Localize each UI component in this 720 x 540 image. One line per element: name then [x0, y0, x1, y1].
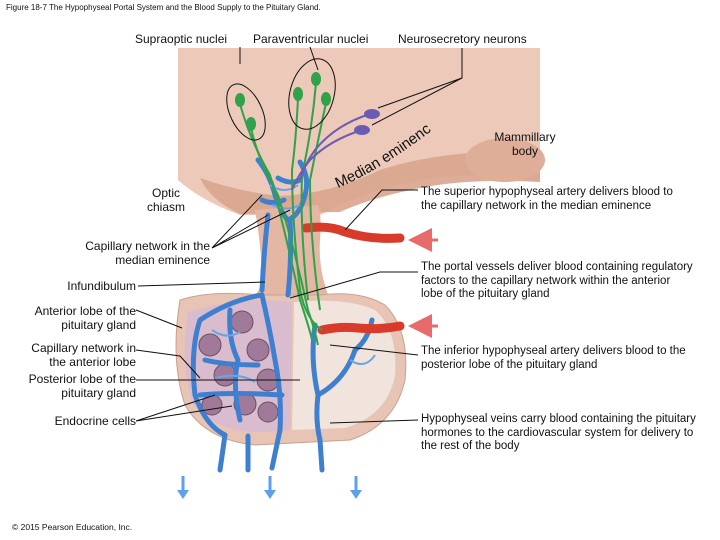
capillary-network-anterior-label: Capillary network in the anterior lobe — [31, 341, 136, 369]
arrow-down-icon — [177, 490, 189, 499]
neurosecretory-neurons-purple — [291, 113, 371, 191]
callout-lines — [135, 46, 463, 424]
posterior-lobe-label: Posterior lobe of the pituitary gland — [28, 372, 136, 400]
inferior-artery-description: The inferior hypophyseal artery delivers… — [421, 345, 686, 371]
arrow-down-icon — [350, 490, 362, 499]
endocrine-cells-label: Endocrine cells — [54, 414, 136, 428]
neurosecretory-neurons-label: Neurosecretory neurons — [398, 32, 527, 46]
mammillary-body-shape — [465, 138, 545, 182]
hypophyseal-veins-description: Hypophyseal veins carry blood containing… — [421, 413, 696, 452]
paraventricular-nuclei-label: Paraventricular nuclei — [253, 32, 369, 46]
neurosecretory-neurons-green — [239, 82, 327, 346]
superior-artery-description: The superior hypophyseal artery delivers… — [421, 186, 673, 212]
figure-title: Figure 18-7 The Hypophyseal Portal Syste… — [6, 3, 321, 12]
copyright: © 2015 Pearson Education, Inc. — [12, 522, 133, 532]
capillary-network-median-label: Capillary network in the median eminence — [85, 239, 210, 267]
anterior-lobe-label: Anterior lobe of the pituitary gland — [34, 304, 136, 332]
mammillary-body-label: Mammillary body — [494, 130, 556, 158]
neurosecretory-neurons-green-somas — [235, 72, 331, 131]
arrow-down-icon — [264, 490, 276, 499]
inflow-arrows — [408, 228, 438, 338]
outflow-arrows — [181, 476, 358, 492]
portal-vessels-description: The portal vessels deliver blood contain… — [421, 261, 693, 300]
superior-hypophyseal-artery — [301, 222, 405, 243]
inferior-hypophyseal-artery — [317, 321, 405, 335]
neurosecretory-neurons-purple-somas — [354, 109, 380, 135]
supraoptic-nuclei-label: Supraoptic nuclei — [135, 32, 228, 46]
infundibulum-label: Infundibulum — [67, 279, 136, 293]
optic-chiasm-label: Optic chiasm — [146, 186, 185, 214]
